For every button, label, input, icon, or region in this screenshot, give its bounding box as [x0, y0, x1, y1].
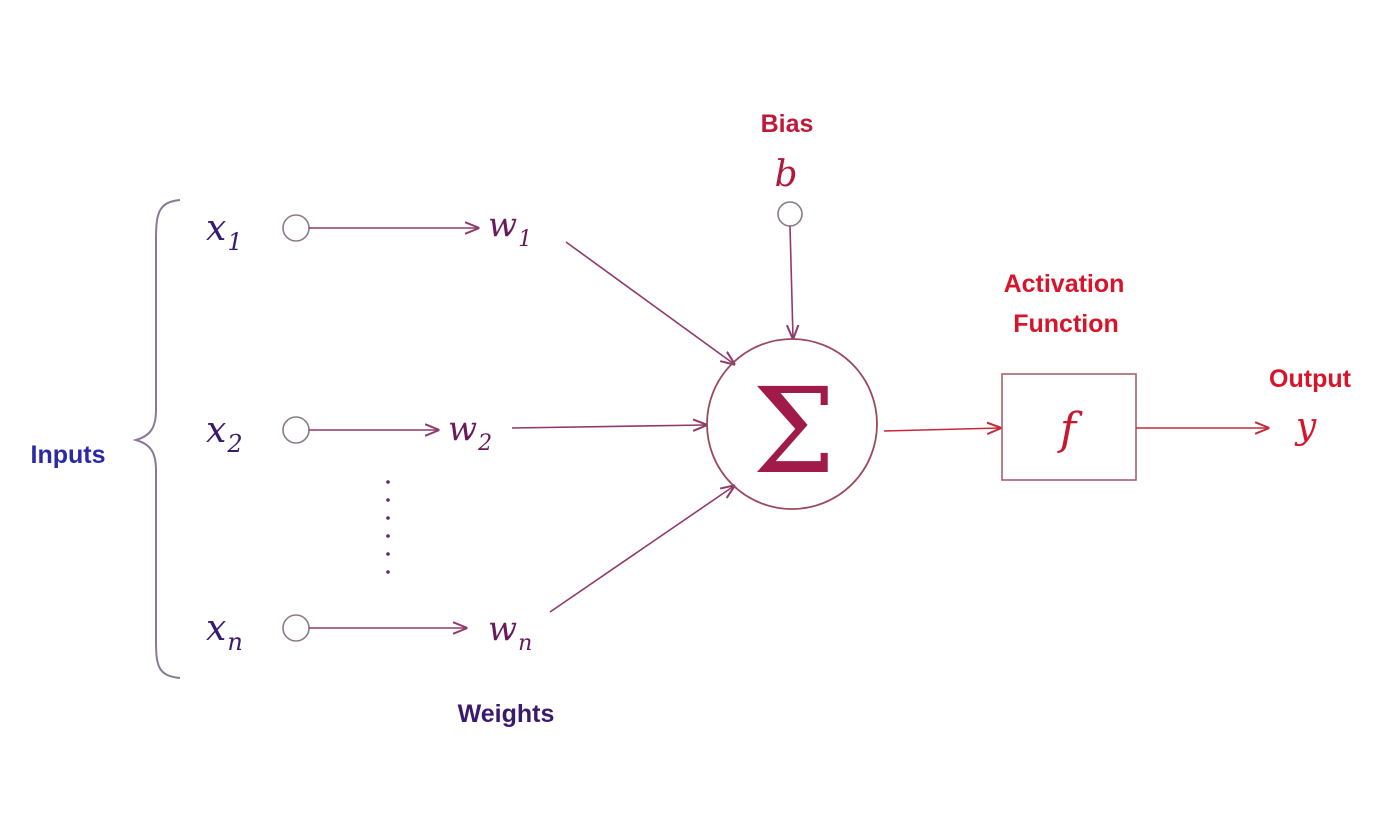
edge-sum-activation — [883, 428, 1000, 431]
input-node-1 — [282, 214, 310, 242]
edge-w1-sum — [565, 241, 734, 364]
weight-wn-label: wn — [488, 609, 532, 656]
bias-node — [777, 201, 803, 227]
input-node-2 — [282, 416, 310, 444]
summation-node — [706, 338, 878, 510]
summation-symbol: Σ — [752, 362, 835, 500]
ellipsis-dots — [386, 480, 390, 574]
output-label: Output — [1269, 365, 1352, 393]
inputs-brace — [132, 199, 181, 679]
activation-label-line2: Function — [1013, 310, 1119, 338]
edge-bias-sum — [790, 225, 793, 338]
activation-label-line1: Activation — [1004, 270, 1125, 298]
weight-w2-label: w2 — [448, 409, 492, 456]
activation-function-box — [1001, 373, 1137, 481]
edge-wn-sum — [549, 486, 734, 613]
inputs-label: Inputs — [31, 441, 106, 469]
input-x1-label: x1 — [206, 208, 243, 256]
edge-w2-sum — [511, 425, 706, 428]
input-x2-label: x2 — [206, 410, 243, 458]
output-symbol: y — [1294, 406, 1317, 447]
activation-function-symbol: f — [1057, 404, 1083, 455]
bias-symbol: b — [774, 154, 797, 195]
input-node-n — [282, 614, 310, 642]
input-xn-label: xn — [206, 608, 243, 656]
bias-label: Bias — [761, 110, 814, 138]
weights-label: Weights — [458, 700, 555, 728]
weight-w1-label: w1 — [488, 205, 532, 252]
